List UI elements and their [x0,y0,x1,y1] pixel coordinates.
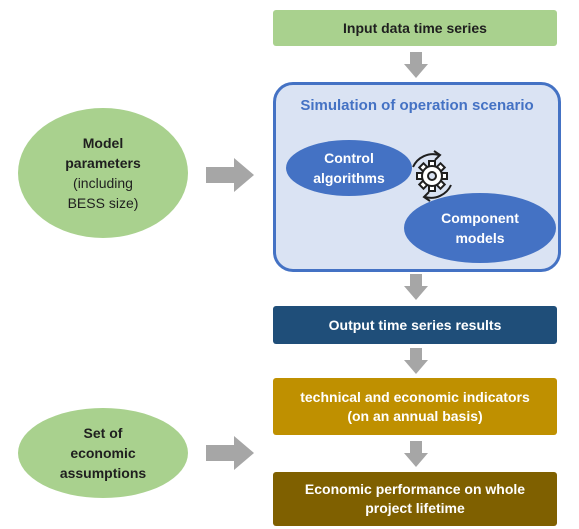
model-line-3: (including [73,175,133,191]
model-line-4: BESS size) [67,195,139,211]
indicators-line-2: (on an annual basis) [347,407,483,424]
control-algorithms-ellipse: Control algorithms [286,140,412,196]
assumptions-line-1: Set of [83,425,123,441]
component-models-ellipse: Component models [404,193,556,263]
arrow-down-icon [404,441,428,467]
input-data-box: Input data time series [273,10,557,46]
arrow-right-icon [206,436,254,470]
performance-line-2: project lifetime [365,500,465,516]
model-line-1: Model [82,135,124,151]
control-line-1: Control [324,150,374,166]
component-line-1: Component [441,210,519,226]
control-line-2: algorithms [313,170,385,186]
output-results-box: Output time series results [273,306,557,344]
assumptions-line-2: economic [70,445,136,461]
economic-performance-box: Economic performance on whole project li… [273,472,557,526]
indicators-box: technical and economic indicators (on an… [273,378,557,435]
performance-line-1: Economic performance on whole [304,481,526,497]
gear-icon [412,150,452,202]
component-line-2: models [455,230,505,246]
simulation-panel: Simulation of operation scenario Compone… [273,82,561,272]
simulation-title: Simulation of operation scenario [300,97,534,114]
indicators-line-1: technical and economic indicators [300,388,530,405]
cycle-arrows-icon [412,150,452,202]
assumptions-line-3: assumptions [59,465,147,481]
model-line-2: parameters [65,155,141,171]
arrow-down-icon [404,348,428,374]
input-data-label: Input data time series [343,19,487,36]
arrow-down-icon [404,274,428,300]
economic-assumptions-ellipse: Set of economic assumptions [18,408,188,498]
arrow-right-icon [206,158,254,192]
output-results-label: Output time series results [328,316,502,333]
arrow-down-icon [404,52,428,78]
model-parameters-ellipse: Model parameters (including BESS size) [18,108,188,238]
